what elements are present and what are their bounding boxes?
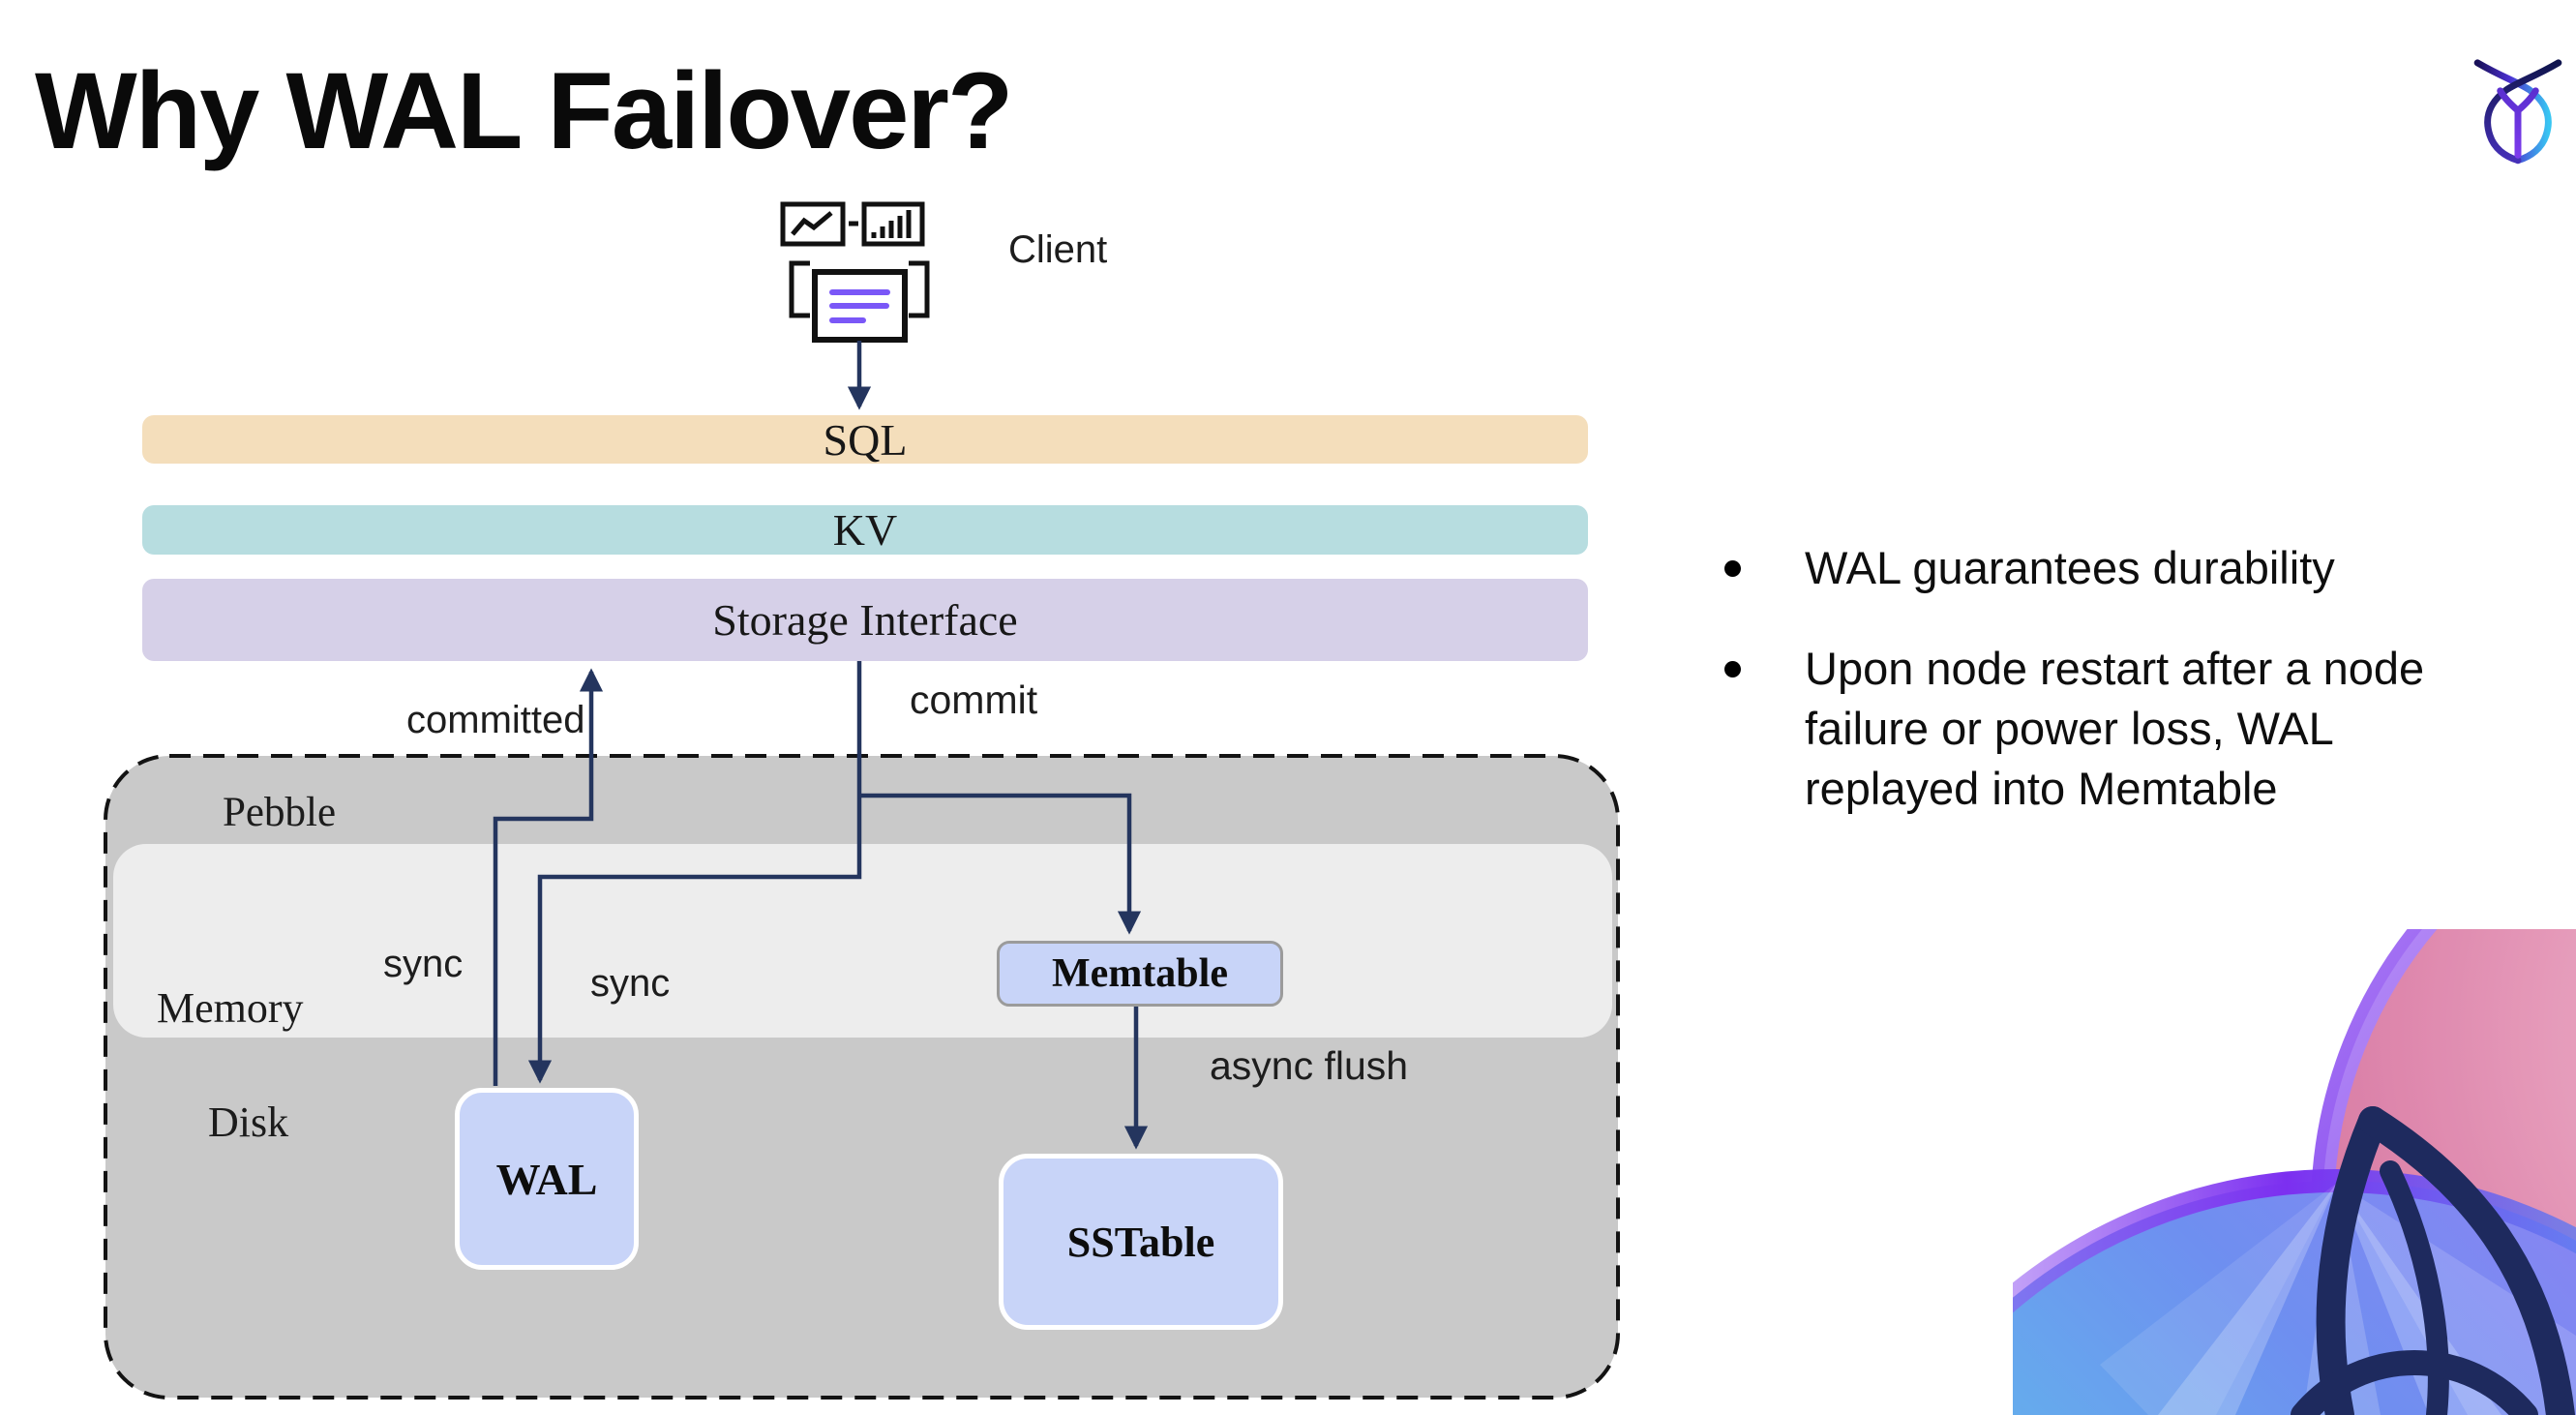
edge-label-sync-left: sync <box>383 943 464 985</box>
cockroachdb-logo-icon <box>2473 59 2562 165</box>
disk-label: Disk <box>208 1099 289 1146</box>
arrow-commit-to-memtable <box>859 793 1142 935</box>
note-text: Upon node restart after a node failure o… <box>1805 643 2425 814</box>
sstable-node: SSTable <box>999 1154 1283 1330</box>
memory-band <box>113 844 1612 1038</box>
layer-label-kv: KV <box>832 505 898 555</box>
memtable-node: Memtable <box>997 941 1283 1007</box>
bullet-icon <box>1724 560 1741 577</box>
layer-bar-kv: KV <box>142 505 1588 555</box>
note-text: WAL guarantees durability <box>1805 542 2335 593</box>
roach-lines <box>2291 1106 2575 1415</box>
edge-label-committed: committed <box>406 699 585 741</box>
memory-label: Memory <box>157 984 304 1032</box>
list-item: Upon node restart after a node failure o… <box>1724 639 2557 819</box>
arrow-committed-up <box>493 668 604 1086</box>
notes-list: WAL guarantees durability Upon node rest… <box>1724 538 2557 859</box>
layer-bar-sql: SQL <box>142 414 1588 465</box>
wal-label: WAL <box>495 1154 598 1204</box>
layer-label-sql: SQL <box>823 414 908 465</box>
bracket-left <box>789 260 810 318</box>
memtable-label: Memtable <box>1052 951 1228 996</box>
client-apps-icon <box>780 201 930 343</box>
client-label: Client <box>1008 228 1108 271</box>
page-title: Why WAL Failover? <box>35 50 1013 171</box>
pebble-label: Pebble <box>223 790 337 835</box>
edge-label-sync-right: sync <box>590 962 671 1005</box>
layer-label-storage-interface: Storage Interface <box>712 595 1018 645</box>
bullet-icon <box>1724 661 1741 677</box>
bracket-right <box>909 260 930 318</box>
edge-label-async-flush: async flush <box>1210 1043 1409 1088</box>
edge-label-commit: commit <box>910 677 1038 722</box>
flow-arrows <box>493 341 1149 1150</box>
sstable-label: SSTable <box>1066 1218 1215 1266</box>
brand-artwork <box>2013 929 2576 1415</box>
list-item: WAL guarantees durability <box>1724 538 2557 598</box>
light-leaf-sectors <box>2100 1183 2576 1415</box>
layer-bar-storage-interface: Storage Interface <box>142 579 1588 661</box>
arrow-commit-to-wal <box>527 661 862 1084</box>
wal-node: WAL <box>455 1088 639 1270</box>
